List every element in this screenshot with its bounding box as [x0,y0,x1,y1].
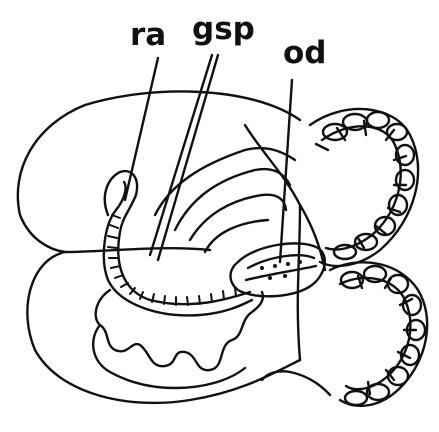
leader-line-ra [125,58,158,200]
oviduct-capsule [231,243,325,296]
gland-folds [96,290,263,370]
central-boundary-lower [298,205,300,360]
inner-contour-3 [190,195,286,240]
duct-hatch-marks [108,215,236,305]
label-gsp: gsp [192,14,255,45]
label-od: od [283,38,327,69]
upper-follicle-chain [310,109,418,266]
oviduct-inner-2 [246,266,316,280]
leader-line-od [280,80,292,262]
leader-line-gsp-2 [158,55,218,260]
lower-lobe-outline [27,252,300,403]
inner-contour-2 [175,169,290,230]
lower-follicle-chain [330,262,427,406]
inner-contour-4 [205,220,268,252]
label-ra: ra [130,20,166,51]
